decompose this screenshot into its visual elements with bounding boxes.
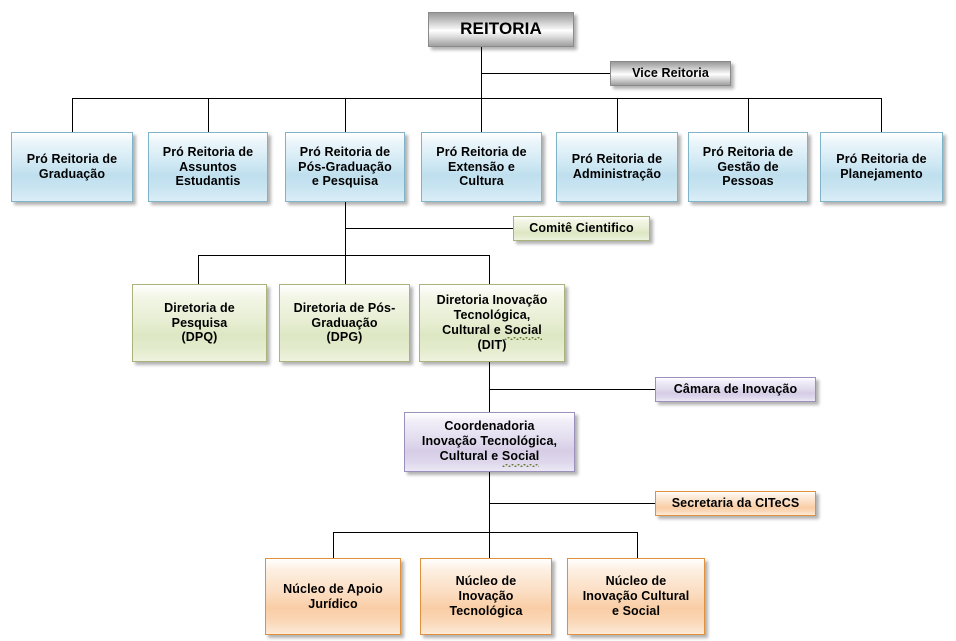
node-comite-cientifico[interactable]: Comitê Cientifico <box>513 216 650 241</box>
node-diretoria-pesquisa[interactable]: Diretoria de Pesquisa (DPQ) <box>132 284 267 362</box>
node-coordenadoria-line1: Coordenadoria <box>444 419 535 434</box>
connector-drop-dir3 <box>489 255 490 284</box>
node-diretoria-posgrad-line2: Graduação <box>311 315 378 330</box>
node-pro-reitoria-graduacao-line1: Pró Reitoria de <box>26 152 118 167</box>
node-camara-inovacao[interactable]: Câmara de Inovação <box>655 377 816 402</box>
node-vice-reitoria-label: Vice Reitoria <box>632 66 709 81</box>
node-nucleo-inovacao-cultural-social[interactable]: Núcleo de Inovação Cultural e Social <box>567 558 705 635</box>
node-pro-reitoria-posgrad-line3: e Pesquisa <box>311 174 379 189</box>
node-pro-reitoria-extensao-line3: Cultura <box>459 174 504 189</box>
node-pro-reitoria-administracao[interactable]: Pró Reitoria de Administração <box>556 132 678 202</box>
connector-drop-dir2 <box>345 255 346 284</box>
node-diretoria-posgrad-line3: (DPG) <box>326 330 363 345</box>
node-dit-line1: Diretoria Inovação <box>436 293 548 307</box>
node-pro-reitoria-planejamento[interactable]: Pró Reitoria de Planejamento <box>820 132 943 202</box>
node-diretoria-pesquisa-line1: Diretoria de <box>164 300 235 315</box>
node-pro-reitoria-administracao-line1: Pró Reitoria de <box>571 152 663 167</box>
connector-nucleo-bus <box>333 532 637 533</box>
connector-drop-nuc1 <box>333 532 334 558</box>
node-diretoria-pesquisa-line2: Pesquisa <box>171 315 228 330</box>
node-pro-reitoria-graduacao-line2: Graduação <box>38 167 106 181</box>
node-nucleo-cultural-line2: Inovação Cultural <box>582 589 690 604</box>
node-dit-line3a: Cultural e <box>442 322 505 337</box>
node-coordenadoria-line2: Inovação Tecnológica, <box>421 434 558 449</box>
node-nucleo-tecnologica-line1: Núcleo de <box>455 574 517 589</box>
node-comite-cientifico-label: Comitê Cientifico <box>529 221 634 236</box>
connector-drop-pr4 <box>481 98 482 132</box>
connector-reitoria-stem <box>481 46 482 98</box>
node-pro-reitoria-pos-graduacao-pesquisa[interactable]: Pró Reitoria de Pós-Graduação e Pesquisa <box>285 132 405 202</box>
node-pro-reitoria-gestao-line2: Gestão de <box>717 159 779 174</box>
node-pro-reitoria-planejamento-line1: Pró Reitoria de <box>836 152 927 167</box>
node-pro-reitoria-posgrad-line1: Pró Reitoria de <box>299 144 391 159</box>
node-nucleo-juridico-line1: Núcleo de Apoio <box>283 581 383 596</box>
node-pro-reitoria-gestao-pessoas[interactable]: Pró Reitoria de Gestão de Pessoas <box>688 132 808 202</box>
node-pro-reitoria-extensao-cultura[interactable]: Pró Reitoria de Extensão e Cultura <box>421 132 542 202</box>
node-nucleo-tecnologica-line3: Tecnológica <box>449 603 523 618</box>
node-pro-reitoria-extensao-line1: Pró Reitoria de <box>436 144 527 159</box>
node-pro-reitoria-assuntos-line1: Pró Reitoria de <box>162 144 254 159</box>
connector-comite-cientifico <box>345 228 513 229</box>
node-coordenadoria-line3a: Cultural e <box>439 448 502 463</box>
node-pro-reitoria-gestao-line3: Pessoas <box>722 174 774 189</box>
node-nucleo-cultural-line1: Núcleo de <box>605 574 667 589</box>
node-nucleo-juridico-line2: Jurídico <box>308 596 358 611</box>
node-diretoria-pesquisa-line3: (DPQ) <box>181 330 218 345</box>
node-diretoria-inovacao-tecnologica[interactable]: Diretoria Inovação Tecnológica, Cultural… <box>419 284 565 362</box>
node-pro-reitoria-assuntos-line2: Assuntos <box>179 159 237 174</box>
connector-diretoria-bus <box>198 255 489 256</box>
node-dit-line2: Tecnológica, <box>453 307 531 322</box>
connector-dit-stem <box>489 362 490 413</box>
node-secretaria-citecs-label: Secretaria da CITeCS <box>671 496 800 511</box>
connector-drop-dir1 <box>198 255 199 284</box>
node-nucleo-tecnologica-line2: Inovação <box>458 589 514 604</box>
connector-camara-inovacao <box>489 389 656 390</box>
node-nucleo-inovacao-tecnologica[interactable]: Núcleo de Inovação Tecnológica <box>420 558 552 635</box>
node-secretaria-citecs[interactable]: Secretaria da CITeCS <box>655 491 816 516</box>
connector-vice-reitoria <box>481 73 611 74</box>
node-pro-reitoria-extensao-line2: Extensão e <box>447 159 515 174</box>
connector-drop-pr2 <box>208 98 209 132</box>
node-pro-reitoria-planejamento-line2: Planejamento <box>840 167 923 181</box>
connector-secretaria-citecs <box>489 503 656 504</box>
node-camara-inovacao-label: Câmara de Inovação <box>673 382 798 397</box>
node-vice-reitoria[interactable]: Vice Reitoria <box>610 61 731 86</box>
node-nucleo-apoio-juridico[interactable]: Núcleo de Apoio Jurídico <box>265 558 401 635</box>
connector-drop-nuc3 <box>637 532 638 558</box>
node-pro-reitoria-administracao-line2: Administração <box>572 167 662 181</box>
node-pro-reitoria-assuntos-line3: Estudantis <box>175 174 241 189</box>
node-coordenadoria-citecs[interactable]: Coordenadoria Inovação Tecnológica, Cult… <box>404 412 575 472</box>
node-dit-line3b: Social <box>504 322 543 340</box>
node-nucleo-cultural-line3: e Social <box>611 603 661 618</box>
connector-drop-pr6 <box>748 98 749 132</box>
node-reitoria-label: REITORIA <box>460 19 542 39</box>
connector-posgrad-stem <box>345 202 346 285</box>
connector-coordenadoria-stem <box>489 472 490 532</box>
node-dit-line4: (DIT) <box>477 338 507 353</box>
node-pro-reitoria-graduacao[interactable]: Pró Reitoria de Graduação <box>11 132 133 202</box>
node-pro-reitoria-gestao-line1: Pró Reitoria de <box>702 144 794 159</box>
connector-drop-pr5 <box>617 98 618 132</box>
node-diretoria-posgrad-line1: Diretoria de Pós- <box>293 300 396 315</box>
node-coordenadoria-line3b: Social <box>501 448 540 467</box>
connector-drop-pr7 <box>881 98 882 132</box>
node-pro-reitoria-posgrad-line2: Pós-Graduação <box>298 159 392 174</box>
node-diretoria-pos-graduacao[interactable]: Diretoria de Pós- Graduação (DPG) <box>279 284 410 362</box>
connector-drop-nuc2 <box>489 532 490 558</box>
node-pro-reitoria-assuntos-estudantis[interactable]: Pró Reitoria de Assuntos Estudantis <box>148 132 268 202</box>
connector-drop-pr3 <box>345 98 346 132</box>
node-reitoria[interactable]: REITORIA <box>428 12 574 47</box>
connector-drop-pr1 <box>72 98 73 132</box>
connector-pro-reitoria-bus <box>72 98 882 99</box>
